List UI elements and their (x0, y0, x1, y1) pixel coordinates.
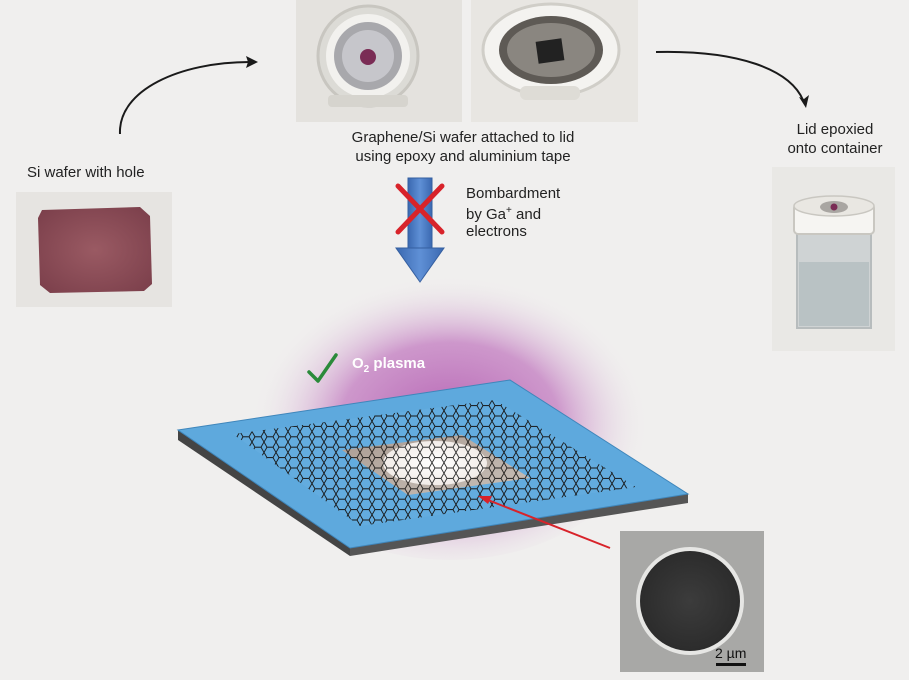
scale-bar-label: 2 µm (715, 645, 746, 661)
scale-bar (716, 663, 746, 666)
plasma-label: O2 plasma (352, 355, 425, 375)
lid-caption-line2: onto container (770, 139, 900, 158)
lid-caption: Lid epoxied onto container (770, 120, 900, 158)
attach-caption-line1: Graphene/Si wafer attached to lid (318, 128, 608, 147)
bombard-caption-line2: by Ga+ and (466, 202, 586, 223)
lid-top-photo (296, 0, 462, 122)
bombard-caption-line1: Bombardment (466, 185, 586, 202)
lid-caption-line1: Lid epoxied (770, 120, 900, 139)
attach-caption-line2: using epoxy and aluminium tape (318, 147, 608, 166)
si-wafer-label: Si wafer with hole (27, 163, 167, 182)
lid-underside-photo (471, 0, 638, 122)
plasma-o: O (352, 355, 364, 372)
flow-arrow-to-lid (120, 56, 258, 134)
attach-caption: Graphene/Si wafer attached to lid using … (318, 128, 608, 166)
bombard-caption: Bombardment by Ga+ and electrons (466, 185, 586, 240)
bombard-ga: by Ga (466, 206, 506, 223)
bombard-caption-line3: electrons (466, 223, 586, 240)
bombard-and: and (512, 206, 541, 223)
flow-arrow-to-container (656, 52, 809, 108)
plasma-word: plasma (369, 355, 425, 372)
container-photo (772, 167, 895, 351)
si-wafer-photo (16, 192, 172, 307)
